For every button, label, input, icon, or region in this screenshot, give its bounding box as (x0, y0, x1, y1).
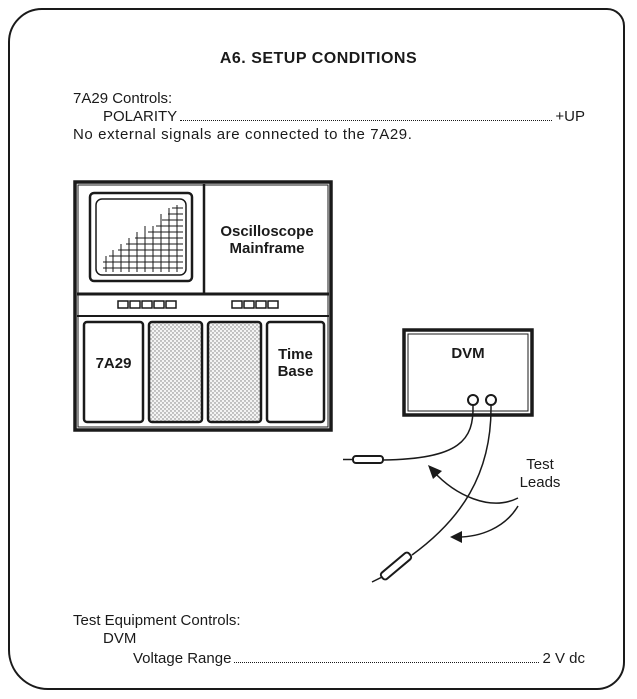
timebase-label: Time Base (267, 346, 324, 380)
mainframe-label-line2: Mainframe (229, 240, 305, 257)
controls-heading: 7A29 Controls: (73, 90, 173, 107)
polarity-label: POLARITY (103, 108, 178, 125)
timebase-label-line1: Time (278, 346, 313, 363)
dvm-box (402, 328, 534, 417)
voltage-range-label: Voltage Range (133, 650, 232, 667)
section-title: A6. SETUP CONDITIONS (219, 50, 418, 67)
test-lead-lower (371, 404, 492, 583)
mainframe-label-line1: Oscilloscope (220, 223, 314, 240)
dvm-input-jack-1 (467, 394, 479, 406)
equipment-heading: Test Equipment Controls: (73, 612, 241, 629)
voltage-range-value: 2 V dc (542, 650, 585, 667)
timebase-label-line2: Base (277, 363, 314, 380)
test-leads-pointer-arrows (432, 470, 519, 538)
dot-leader (234, 662, 540, 663)
dot-leader (180, 120, 553, 121)
mainframe-label: Oscilloscope Mainframe (206, 223, 328, 257)
probe-tip-upper (352, 455, 384, 464)
test-lead-upper (343, 404, 474, 464)
test-leads-label-line1: Test (526, 456, 554, 473)
test-leads-label-line2: Leads (519, 474, 561, 491)
dvm-label: DVM (451, 345, 485, 362)
control-button-row (117, 300, 279, 309)
polarity-value: +UP (555, 108, 585, 125)
plugin-compartments (82, 320, 326, 424)
voltage-range-row: Voltage Range 2 V dc (133, 650, 585, 668)
polarity-row: POLARITY +UP (103, 108, 585, 126)
dvm-input-jack-2 (485, 394, 497, 406)
arrowheads (428, 465, 462, 543)
oscilloscope-mainframe (73, 180, 333, 432)
equipment-device: DVM (103, 630, 137, 647)
crt-screen (88, 191, 194, 283)
setup-panel (8, 8, 625, 690)
signals-note: No external signals are connected to the… (73, 126, 413, 143)
probe-tip-lower (379, 551, 413, 581)
test-leads-label: Test Leads (505, 456, 575, 492)
plugin-7a29-label: 7A29 (95, 355, 132, 372)
